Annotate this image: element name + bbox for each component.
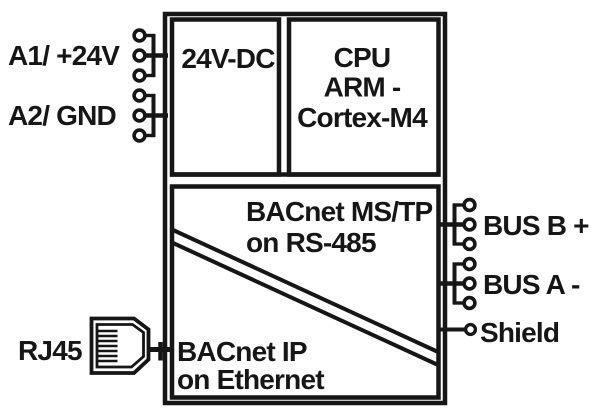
screw-terminal-icon bbox=[462, 276, 477, 291]
cpu-label-line3: Cortex-M4 bbox=[297, 102, 428, 133]
mstp-label-line2: on RS-485 bbox=[246, 227, 376, 258]
device-outline bbox=[162, 11, 448, 406]
rj45-pins bbox=[96, 329, 118, 363]
mstp-label-line1: BACnet MS/TP bbox=[246, 196, 433, 227]
cpu-label-line2: ARM - bbox=[324, 72, 401, 103]
terminal-group-shield bbox=[438, 322, 478, 337]
screw-terminal-icon bbox=[132, 28, 147, 43]
screw-terminal-icon bbox=[132, 128, 147, 143]
rj45-body-outline bbox=[89, 316, 151, 375]
screw-terminal-icon bbox=[462, 295, 477, 311]
screw-terminal-icon bbox=[132, 108, 147, 123]
screw-terminal-icon bbox=[462, 256, 477, 272]
rj45-connector-icon bbox=[89, 316, 170, 375]
terminal-group-24v bbox=[132, 28, 168, 83]
comm-box bbox=[169, 184, 441, 400]
cpu-label-line1: CPU bbox=[334, 42, 391, 73]
ip-label-line1: BACnet IP bbox=[177, 336, 307, 367]
bus-b-label: BUS B + bbox=[483, 210, 589, 241]
protocol-divider-diagonal-upper bbox=[172, 228, 438, 354]
screw-terminal-icon bbox=[463, 322, 478, 337]
screw-terminal-icon bbox=[132, 68, 147, 83]
rj45-body-inner-outline bbox=[95, 323, 145, 369]
terminal-group-bus-a bbox=[438, 256, 477, 311]
shield-label: Shield bbox=[480, 317, 559, 348]
terminal-label-a1-24v: A1/ +24V bbox=[8, 40, 120, 71]
ip-label-line2: on Ethernet bbox=[177, 364, 324, 395]
power-box-label: 24V-DC bbox=[181, 43, 275, 74]
screw-terminal-icon bbox=[132, 88, 147, 103]
terminal-label-a2-gnd: A2/ GND bbox=[8, 100, 117, 131]
terminal-group-bus-b bbox=[438, 197, 477, 252]
terminal-group-gnd bbox=[132, 88, 168, 143]
screw-terminal-icon bbox=[132, 48, 147, 63]
protocol-divider-diagonal-lower bbox=[172, 241, 438, 367]
screw-terminal-icon bbox=[462, 217, 477, 232]
screw-terminal-icon bbox=[462, 197, 477, 213]
bus-a-label: BUS A - bbox=[483, 269, 580, 300]
rj45-label: RJ45 bbox=[18, 335, 82, 366]
screw-terminal-icon bbox=[462, 236, 477, 252]
